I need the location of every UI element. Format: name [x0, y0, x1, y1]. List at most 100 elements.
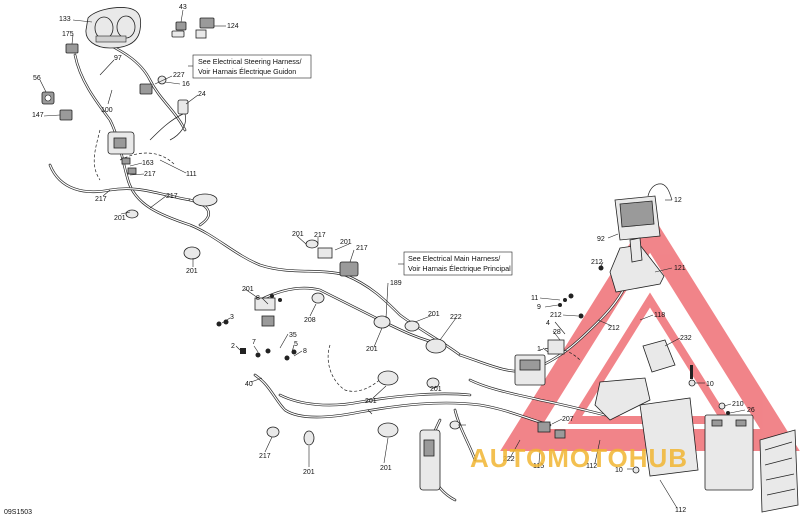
note-steering-line-2: Voir Harnais Électrique Guidon: [198, 67, 296, 76]
callout-97: 97: [114, 55, 122, 62]
clamp-208: [311, 292, 325, 304]
callout-208: 208: [304, 317, 316, 324]
lower-harness-end: [419, 429, 441, 491]
callout-26: 26: [747, 407, 755, 414]
connector-43: [171, 21, 187, 38]
callout-3: 3: [230, 314, 234, 321]
grommet-217-upper: [192, 193, 218, 207]
callout-112-a: 112: [586, 463, 597, 470]
callout-212-a: 212: [591, 259, 603, 266]
instrument-cluster: [85, 7, 142, 49]
callout-222-b: 222: [503, 456, 515, 463]
sensor-56: [41, 91, 55, 105]
note-main-line-2: Voir Harnais Électrique Principal: [408, 264, 511, 273]
callout-201-b: 201: [186, 268, 198, 275]
bracket-121: [609, 237, 665, 293]
callout-212-c: 212: [608, 325, 620, 332]
callout-43: 43: [179, 4, 187, 11]
callout-232: 232: [680, 335, 692, 342]
callout-201-h: 201: [365, 398, 377, 405]
callout-201-k: 201: [380, 465, 392, 472]
callout-201-c: 201: [340, 239, 352, 246]
note-steering-line-1: See Electrical Steering Harness/: [198, 57, 301, 66]
callout-189: 189: [390, 280, 402, 287]
callout-201-a: 201: [114, 215, 126, 222]
callout-1: 1: [537, 346, 541, 353]
fuse-box: [514, 339, 565, 386]
watermark-label: AUTOMOTOHUB: [470, 443, 688, 473]
callout-124: 124: [227, 23, 239, 30]
callout-100: 100: [101, 107, 113, 114]
callout-201-f: 201: [428, 311, 440, 318]
callout-217-c: 217: [166, 193, 178, 200]
callout-8-a: 8: [256, 295, 260, 302]
module-232: [642, 339, 676, 373]
callout-7: 7: [252, 339, 256, 346]
callout-8-b: 8: [303, 348, 307, 355]
relay-block: [107, 131, 135, 155]
callout-121: 121: [674, 265, 686, 272]
diagram-id: 09S1503: [4, 509, 32, 516]
callout-112-b: 112: [675, 507, 686, 514]
callout-207: 207: [562, 416, 574, 423]
clamps-201-upper: [125, 209, 201, 260]
callout-35: 35: [289, 332, 297, 339]
callout-11: 11: [531, 295, 538, 302]
callout-115: 115: [533, 463, 544, 470]
screws-212: [558, 265, 604, 319]
callout-5: 5: [294, 341, 298, 348]
callout-217-d: 217: [314, 232, 326, 239]
ground-screws: [216, 319, 297, 361]
main-harness: [48, 38, 632, 502]
callout-163: 163: [142, 160, 154, 167]
callout-28: 28: [553, 329, 561, 336]
connector-block-217: [317, 247, 359, 277]
callout-40: 40: [245, 381, 253, 388]
battery: [704, 414, 754, 491]
clamps-201-mid: [305, 239, 447, 389]
callout-222-a: 222: [450, 314, 462, 321]
connector-175: [65, 43, 79, 54]
callout-217-a: 217: [144, 171, 156, 178]
note-main-harness: See Electrical Main Harness/ Voir Harnai…: [398, 251, 513, 276]
callout-201-j: 201: [303, 469, 315, 476]
connectors-207: [537, 421, 566, 439]
callout-210: 210: [732, 401, 744, 408]
watermark-text: AUTOMOTOHUB: [470, 443, 688, 473]
callout-92: 92: [597, 236, 605, 243]
note-steering-harness: See Electrical Steering Harness/ Voir Ha…: [188, 54, 312, 79]
callout-175: 175: [62, 31, 74, 38]
battery-bracket: [594, 377, 699, 477]
clamps-lower: [266, 420, 461, 446]
callout-201-e: 201: [242, 286, 254, 293]
callout-201-i: 201: [430, 386, 442, 393]
connector-147: [59, 109, 73, 121]
callout-2: 2: [231, 343, 235, 350]
callout-217-b: 217: [95, 196, 107, 203]
connector-124: [195, 17, 215, 39]
callout-12: 12: [674, 197, 682, 204]
hardware-10-26-210: [632, 365, 730, 474]
switch-227-16: [139, 75, 167, 95]
callout-227: 227: [173, 72, 185, 79]
callout-24: 24: [198, 91, 206, 98]
callout-217-e: 217: [356, 245, 368, 252]
callout-201-g: 201: [366, 346, 378, 353]
callout-201-d: 201: [292, 231, 304, 238]
callout-10-b: 10: [615, 467, 623, 474]
callout-133: 133: [59, 16, 71, 23]
callout-111: 111: [186, 171, 197, 178]
callout-labels: 133 43 124 175 97 227 16 24 56 147 100 1…: [32, 4, 755, 514]
callout-9: 9: [537, 304, 541, 311]
callout-16: 16: [182, 81, 190, 88]
battery-cover: [759, 429, 799, 513]
leader-lines: [39, 9, 746, 509]
callout-10-a: 10: [706, 381, 714, 388]
clips-163: [121, 157, 137, 175]
note-main-line-1: See Electrical Main Harness/: [408, 254, 500, 263]
ecu-module: [614, 183, 673, 241]
callout-217-f: 217: [259, 453, 271, 460]
callout-56: 56: [33, 75, 41, 82]
